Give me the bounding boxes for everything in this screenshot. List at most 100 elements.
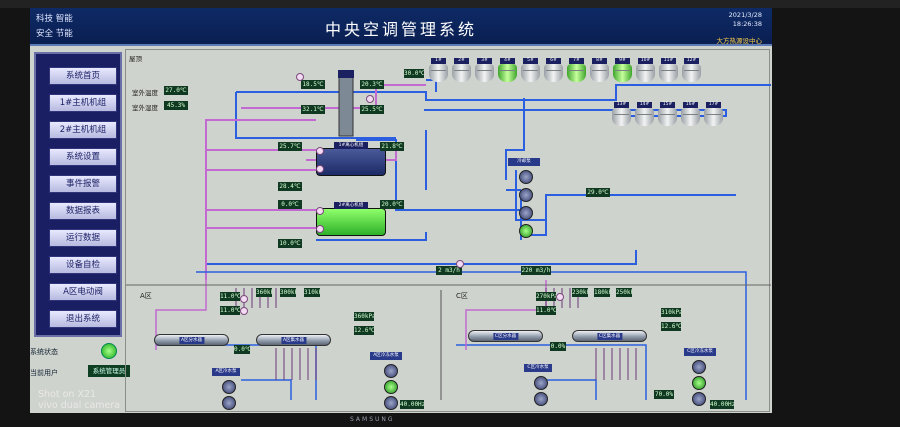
cooling-tower[interactable]: 8# (589, 58, 610, 85)
slogan-line-1: 科技 智能 (36, 14, 73, 24)
chiller-2-label: 2#离心机组 (334, 202, 368, 209)
tank-cap (338, 70, 354, 78)
zone-c-pressure: 230kPa (572, 288, 588, 297)
cooling-pump[interactable] (519, 188, 533, 202)
zone-a-pump[interactable] (384, 364, 398, 378)
cooling-tower[interactable]: 5# (520, 58, 541, 85)
menu-self-check[interactable]: 设备自检 (49, 256, 117, 274)
cooling-tower[interactable]: 13# (611, 102, 632, 129)
menu-exit[interactable]: 退出系统 (49, 310, 117, 328)
zone-a-pump-group-1: A区冷水泵 (212, 368, 240, 376)
section-title: 屋顶 (129, 55, 142, 63)
valve-icon[interactable] (240, 295, 248, 303)
cooling-tower[interactable]: 11# (658, 58, 679, 85)
zone-a-reading: 12.6℃ (354, 326, 374, 335)
cooling-tower[interactable]: 15# (657, 102, 678, 129)
zone-a-supply-header: A区分水器 (154, 334, 229, 346)
valve-icon[interactable] (366, 95, 374, 103)
menu-settings[interactable]: 系统设置 (49, 148, 117, 166)
chiller-2-outlet-temp: 20.0℃ (380, 200, 404, 209)
zone-a-reading: 0.0℃ (234, 345, 250, 354)
valve-icon[interactable] (316, 225, 324, 233)
cooling-tower[interactable]: 6# (543, 58, 564, 85)
slogan-line-2: 安全 节能 (36, 29, 73, 39)
zone-a-return-header: A区集水器 (256, 334, 331, 346)
current-user-value[interactable]: 系统管理员 (88, 365, 130, 377)
zone-a-pump[interactable] (222, 396, 236, 410)
monitor-brand: SAMSUNG (350, 416, 395, 423)
zone-a-reading: 11.0℃ (220, 306, 240, 315)
cooling-tower[interactable]: 1# (428, 58, 449, 85)
valve-icon[interactable] (456, 260, 464, 268)
cooling-tower[interactable]: 9# (612, 58, 633, 85)
outdoor-temp-label: 室外温度 (132, 89, 158, 97)
sidebar: 系统首页 1#主机机组 2#主机机组 系统设置 事件报警 数据报表 运行数据 设… (30, 48, 130, 413)
separator-tank (338, 75, 354, 137)
camera-watermark: Shot on X21 vivo dual camera (38, 389, 120, 411)
cooling-tower[interactable]: 4# (497, 58, 518, 85)
zone-c-pump-group-1: C区冷水泵 (524, 364, 552, 372)
menu-run-data[interactable]: 运行数据 (49, 229, 117, 247)
menu-zone-a-valve[interactable]: A区电动阀 (49, 283, 117, 301)
cooling-tower[interactable]: 7# (566, 58, 587, 85)
datetime: 2021/3/28 18:26:38 大方热源设中心 (717, 11, 763, 46)
menu-chiller-2[interactable]: 2#主机机组 (49, 121, 117, 139)
valve-icon[interactable] (316, 147, 324, 155)
chiller-1-outlet-temp: 21.8℃ (380, 142, 404, 151)
zone-a-pressure: 310kPa (304, 288, 320, 297)
chiller-1[interactable]: 1#离心机组 (316, 142, 386, 176)
cooling-pump-group-label: 冷却泵 (508, 158, 540, 166)
cooling-tower[interactable]: 3# (474, 58, 495, 85)
tower-supply-temp: 30.0℃ (404, 69, 424, 78)
cooling-pump[interactable] (519, 170, 533, 184)
zone-c-pump-group-2: C区冷冻水泵 (684, 348, 716, 356)
menu-home[interactable]: 系统首页 (49, 67, 117, 85)
zone-a-reading: 11.0℃ (220, 292, 240, 301)
zone-a-pump[interactable] (384, 380, 398, 394)
menu-chiller-1[interactable]: 1#主机机组 (49, 94, 117, 112)
cooling-tower[interactable]: 14# (634, 102, 655, 129)
zone-c-pump[interactable] (692, 360, 706, 374)
zone-c-reading: 270kPa (536, 292, 556, 301)
zone-c-frequency: 40.00Hz (710, 400, 734, 409)
chiller-2[interactable]: 2#离心机组 (316, 202, 386, 236)
cooling-pump[interactable] (519, 206, 533, 220)
zone-a-pump[interactable] (222, 380, 236, 394)
zone-a-pressure: 300kPa (280, 288, 296, 297)
cooling-pump[interactable] (519, 224, 533, 238)
valve-icon[interactable] (316, 165, 324, 173)
zone-c-pump[interactable] (534, 392, 548, 406)
outdoor-humidity-readout: 45.3% (164, 101, 188, 110)
valve-icon[interactable] (556, 293, 564, 301)
cooling-tower[interactable]: 17# (703, 102, 724, 129)
zone-c-pump[interactable] (534, 376, 548, 390)
menu-panel: 系统首页 1#主机机组 2#主机机组 系统设置 事件报警 数据报表 运行数据 设… (34, 52, 122, 337)
zone-c-valve-opening: 70.0% (654, 390, 674, 399)
chiller-2-chw-temp: 10.0℃ (278, 239, 302, 248)
zone-c-return-header: C区集水器 (572, 330, 647, 342)
flow-readout-1: 2 m3/h (436, 266, 462, 275)
valve-icon[interactable] (316, 207, 324, 215)
cooling-tower[interactable]: 10# (635, 58, 656, 85)
current-user-label: 当前用户 (30, 369, 58, 377)
cooling-tower[interactable]: 16# (680, 102, 701, 129)
zone-c-pump[interactable] (692, 392, 706, 406)
menu-alarms[interactable]: 事件报警 (49, 175, 117, 193)
scada-screen: 科技 智能 安全 节能 中央空调管理系统 2021/3/28 18:26:38 … (30, 8, 772, 413)
temp-readout: 18.5℃ (301, 80, 325, 89)
valve-icon[interactable] (240, 307, 248, 315)
zone-c-supply-header: C区分水器 (468, 330, 543, 342)
menu-reports[interactable]: 数据报表 (49, 202, 117, 220)
zone-c-reading: 310kPa (661, 308, 681, 317)
chiller-1-inlet-temp: 25.7℃ (278, 142, 302, 151)
chiller-1-chw-temp: 28.4℃ (278, 182, 302, 191)
date-text: 2021/3/28 (728, 11, 762, 19)
cooling-tower[interactable]: 2# (451, 58, 472, 85)
zone-a-title: A区 (140, 292, 152, 300)
cooling-tower[interactable]: 12# (681, 58, 702, 85)
camera-watermark-line-1: Shot on X21 (38, 389, 97, 400)
zone-c-pump[interactable] (692, 376, 706, 390)
camera-watermark-line-2: vivo dual camera (38, 400, 121, 411)
zone-a-pump[interactable] (384, 396, 398, 410)
valve-icon[interactable] (296, 73, 304, 81)
